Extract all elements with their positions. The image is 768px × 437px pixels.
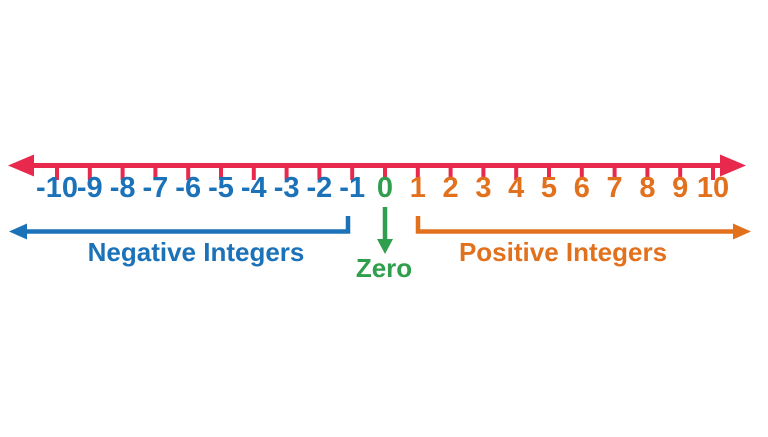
positive-bracket [415,216,736,234]
tick-label: 4 [508,172,524,204]
positive-integers-label: Positive Integers [459,237,667,267]
tick-label: 0 [377,172,393,204]
tick-label: -9 [77,172,103,204]
tick-label: 6 [574,172,590,204]
tick-label: -2 [307,172,333,204]
negative-integers-label: Negative Integers [88,237,305,267]
axis-left-arrowhead-icon [8,154,34,177]
tick-marks [55,165,715,180]
positive-integers-annotation: Positive Integers [415,216,751,267]
tick-label: -7 [143,172,169,204]
tick-label: -3 [274,172,300,204]
axis-right-arrowhead-icon [720,154,746,177]
tick-label: 2 [443,172,459,204]
tick-label: -1 [339,172,365,204]
tick-label: 1 [410,172,426,204]
tick-label: 8 [639,172,655,204]
negative-left-arrowhead-icon [9,223,27,240]
tick-label: 5 [541,172,557,204]
negative-bracket [24,216,351,234]
tick-label: -4 [241,172,267,204]
zero-annotation: Zero [356,207,412,283]
zero-down-arrowhead-icon [377,239,393,254]
tick-label: -10 [36,172,78,204]
tick-label: 9 [672,172,688,204]
zero-label: Zero [356,253,412,283]
negative-integers-annotation: Negative Integers [9,216,351,267]
tick-label: -8 [110,172,136,204]
tick-label: 7 [607,172,623,204]
tick-label: 10 [697,172,729,204]
tick-label: -6 [175,172,201,204]
tick-label: 3 [475,172,491,204]
tick-label: -5 [208,172,234,204]
positive-right-arrowhead-icon [733,223,751,240]
